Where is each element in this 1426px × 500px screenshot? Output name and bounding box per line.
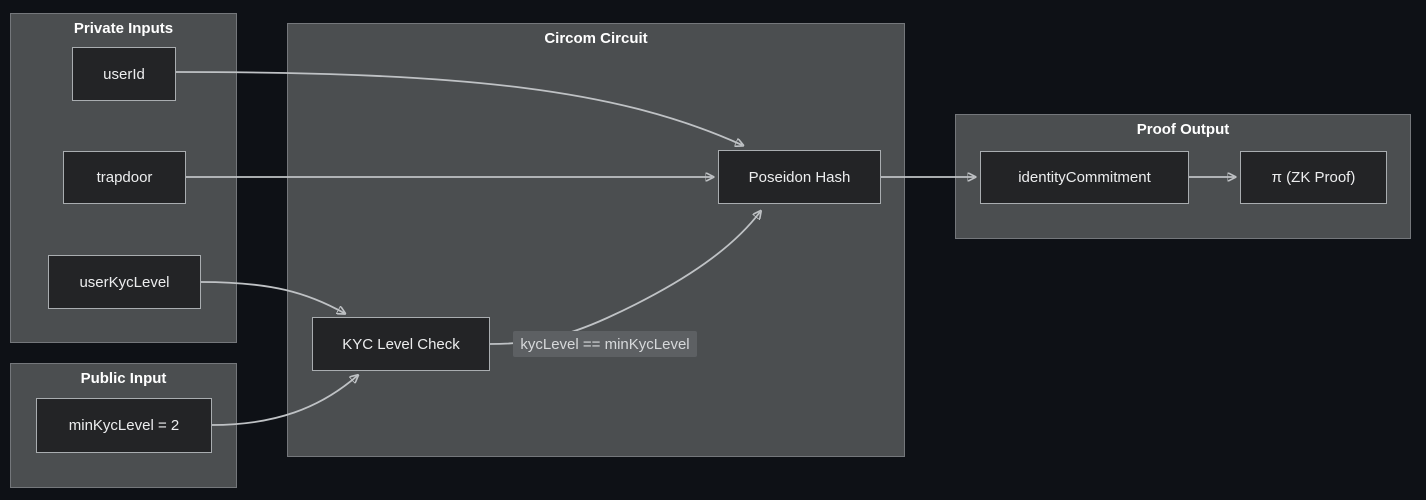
group-title-circom-circuit: Circom Circuit [544, 30, 648, 47]
group-title-public-input: Public Input [80, 370, 167, 387]
node-minkyclevel: minKycLevel = 2 [36, 398, 212, 453]
group-circom-circuit: Circom Circuit [287, 23, 905, 457]
node-userid: userId [72, 47, 176, 101]
node-poseidon-hash: Poseidon Hash [718, 150, 881, 204]
node-identity-commitment: identityCommitment [980, 151, 1189, 204]
node-trapdoor: trapdoor [63, 151, 186, 204]
group-title-private-inputs: Private Inputs [73, 20, 174, 37]
group-title-proof-output: Proof Output [1136, 121, 1230, 138]
edge-label-kyc-constraint: kycLevel == minKycLevel [513, 331, 697, 357]
node-kyc-level-check: KYC Level Check [312, 317, 490, 371]
node-userkyclevel: userKycLevel [48, 255, 201, 309]
node-zk-proof: π (ZK Proof) [1240, 151, 1387, 204]
